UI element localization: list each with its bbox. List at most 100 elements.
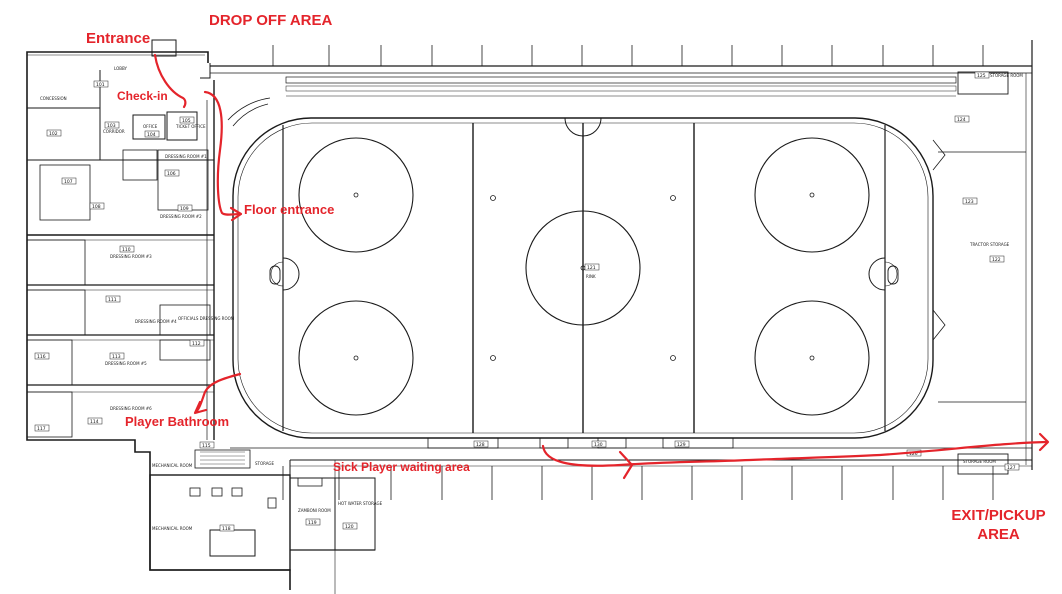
tag-113: 113 [109, 352, 125, 360]
floor-arrow [229, 206, 243, 222]
sick-player-waiting-area-label: Sick Player waiting area [333, 460, 470, 474]
entrance-label: Entrance [86, 30, 151, 47]
tag-103: 103 [104, 121, 120, 129]
bathroom-path [194, 372, 242, 414]
svg-text:129: 129 [677, 442, 686, 448]
room-label-corridor: CORRIDOR [103, 129, 125, 134]
svg-text:122: 122 [992, 257, 1001, 263]
svg-text:110: 110 [122, 247, 131, 253]
svg-text:103: 103 [107, 123, 116, 129]
svg-text:112: 112 [192, 341, 201, 347]
lobby-to-floor-path [203, 90, 242, 216]
tag-130: 130 [591, 440, 607, 448]
room-label-dressing-6: DRESSING ROOM #6 [110, 406, 152, 411]
room-label-dressing-4: DRESSING ROOM #4 [135, 319, 177, 324]
room-number-tags: 101 102 103 104 105 106 107 108 109 110 … [34, 71, 1020, 532]
svg-text:130: 130 [594, 442, 603, 448]
tag-117: 117 [34, 424, 50, 432]
svg-text:128: 128 [476, 442, 485, 448]
tag-120: 120 [342, 522, 358, 530]
drop-off-area-label: DROP OFF AREA [209, 12, 333, 29]
structural-columns [272, 45, 994, 500]
svg-text:123: 123 [965, 199, 974, 205]
exit-arrow [1038, 432, 1050, 452]
svg-text:101: 101 [96, 82, 105, 88]
tag-108: 108 [89, 202, 105, 210]
tag-110: 110 [119, 245, 135, 253]
tag-124: 124 [954, 115, 970, 123]
tag-115: 115 [199, 441, 215, 449]
bathroom-arrow [193, 400, 208, 415]
svg-text:120: 120 [345, 524, 354, 530]
room-label-mechanical: MECHANICAL ROOM [152, 526, 193, 531]
svg-text:124: 124 [957, 117, 966, 123]
room-label-office: OFFICE [143, 124, 158, 129]
exit-pickup-area-label: EXIT/PICKUP AREA [951, 507, 1046, 543]
route-markings [153, 53, 1050, 480]
tag-104: 104 [144, 130, 160, 138]
svg-text:125: 125 [977, 73, 986, 79]
room-label-lobby: LOBBY [114, 66, 128, 71]
svg-text:119: 119 [308, 520, 317, 526]
exit-route-path [541, 440, 1048, 467]
room-label-dressing-1: DRESSING ROOM #1 [165, 154, 207, 159]
tag-128: 128 [473, 440, 489, 448]
room-label-zamboni: ZAMBONI ROOM [298, 508, 331, 513]
svg-text:114: 114 [90, 419, 99, 425]
room-labels: LOBBY CONCESSION OFFICE TICKET OFFICE CO… [40, 66, 1023, 531]
svg-text:107: 107 [64, 179, 73, 185]
tag-106: 106 [164, 169, 180, 177]
svg-text:117: 117 [37, 426, 46, 432]
room-label-tractor-storage: TRACTOR STORAGE [969, 242, 1010, 247]
floor-entrance-label: Floor entrance [244, 202, 335, 217]
arena-structure [26, 39, 1033, 594]
tag-129: 129 [674, 440, 690, 448]
svg-text:106: 106 [167, 171, 176, 177]
tag-114: 114 [87, 417, 103, 425]
svg-text:102: 102 [49, 131, 58, 137]
tag-125: 125 [974, 71, 990, 79]
svg-text:109: 109 [180, 206, 189, 212]
player-bathroom-label: Player Bathroom [125, 414, 230, 429]
tag-123: 123 [962, 197, 978, 205]
svg-text:118: 118 [222, 526, 231, 532]
svg-text:105: 105 [182, 118, 191, 124]
room-label-dressing-5: DRESSING ROOM #5 [105, 361, 147, 366]
tag-127: 127 [1004, 463, 1020, 471]
tag-101: 101 [93, 80, 109, 88]
room-label-mechanical-top: MECHANICAL ROOM [152, 463, 193, 468]
tag-116: 116 [34, 352, 50, 360]
svg-text:116: 116 [37, 354, 46, 360]
room-label-concession: CONCESSION [40, 96, 67, 101]
tag-111: 111 [105, 295, 121, 303]
tag-109: 109 [177, 204, 193, 212]
tag-112: 112 [189, 339, 205, 347]
room-label-dressing-3: DRESSING ROOM #3 [110, 254, 152, 259]
svg-text:115: 115 [202, 443, 211, 449]
svg-text:111: 111 [108, 297, 117, 303]
tag-121: 121 [584, 263, 600, 271]
svg-text:127: 127 [1007, 465, 1016, 471]
tractor-storage-area [938, 71, 1026, 475]
svg-text:108: 108 [92, 204, 101, 210]
tag-118: 118 [219, 524, 235, 532]
room-label-storage-room-top: STORAGE ROOM [990, 73, 1023, 78]
room-label-storage-room-bottom: STORAGE ROOM [963, 459, 996, 464]
dressing-room-wing [26, 70, 323, 557]
exit-chevron [618, 450, 634, 480]
room-label-ticket-office: TICKET OFFICE [175, 124, 206, 129]
tag-105: 105 [179, 116, 195, 124]
svg-text:104: 104 [147, 132, 156, 138]
tag-107: 107 [61, 177, 77, 185]
room-label-hot-water: HOT WATER STORAGE [338, 501, 383, 506]
tag-122: 122 [989, 255, 1005, 263]
check-in-label: Check-in [117, 89, 168, 103]
svg-text:126: 126 [909, 451, 918, 457]
room-label-dressing-2: DRESSING ROOM #2 [160, 214, 202, 219]
rink [227, 97, 946, 449]
svg-text:113: 113 [112, 354, 121, 360]
entrance-to-checkin-path [153, 53, 187, 109]
room-label-storage: STORAGE [255, 461, 275, 466]
tag-119: 119 [305, 518, 321, 526]
